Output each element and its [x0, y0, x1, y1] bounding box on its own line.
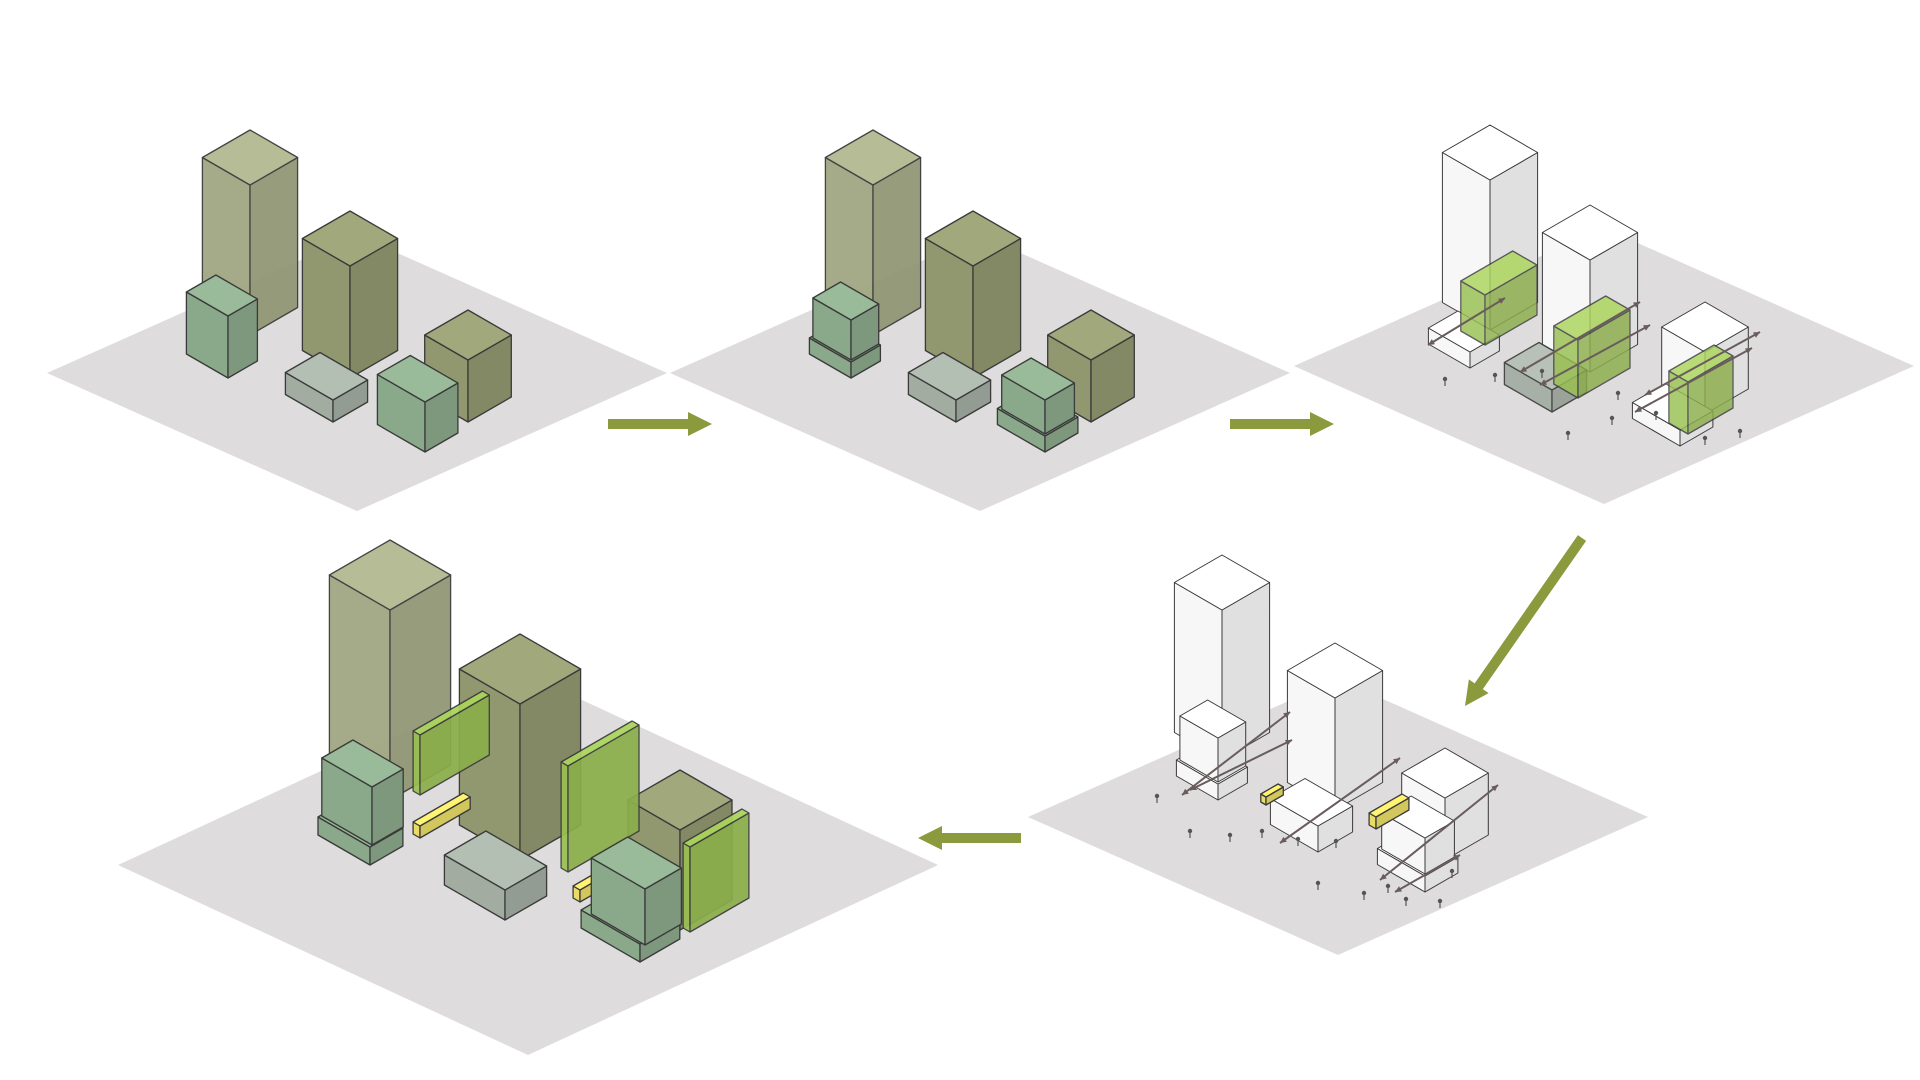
- tower-block: [301, 210, 399, 379]
- tower-block: [424, 309, 512, 423]
- tower-block: [1047, 309, 1135, 423]
- flow-arrow-icon: [1465, 535, 1587, 706]
- sky-bridge: [1368, 793, 1410, 830]
- person-icon: [1653, 410, 1659, 420]
- tower-block: [328, 539, 452, 801]
- person-icon: [1442, 376, 1448, 386]
- person-icon: [1437, 898, 1443, 908]
- flow-arrow-icon: [918, 826, 1021, 850]
- green-frame: [1460, 250, 1538, 346]
- person-icon: [1492, 372, 1498, 382]
- green-frame: [1553, 295, 1631, 399]
- person-icon: [1259, 828, 1265, 838]
- lower-block: [321, 739, 404, 846]
- circulation-arrow-icon: [1539, 324, 1651, 386]
- person-icon: [1539, 368, 1545, 378]
- lower-block: [1001, 357, 1076, 435]
- circulation-arrow-icon: [1644, 331, 1761, 396]
- person-icon: [1403, 896, 1409, 906]
- flow-arrow-icon: [1230, 412, 1334, 436]
- person-icon: [1615, 390, 1621, 400]
- person-icon: [1315, 880, 1321, 890]
- tower-block: [924, 210, 1022, 379]
- sky-bridge: [1260, 783, 1284, 806]
- person-icon: [1385, 883, 1391, 893]
- person-icon: [1187, 828, 1193, 838]
- lower-block: [284, 351, 369, 423]
- stage-4: [1028, 554, 1648, 955]
- person-icon: [1227, 832, 1233, 842]
- person-icon: [1565, 430, 1571, 440]
- stage-1: [47, 129, 667, 511]
- lower-block: [907, 351, 992, 423]
- circulation-arrow-icon: [1189, 739, 1293, 791]
- circulation-arrow-icon: [1379, 784, 1499, 881]
- person-icon: [1449, 868, 1455, 878]
- lower-block: [590, 836, 683, 946]
- person-icon: [1154, 793, 1160, 803]
- person-icon: [1333, 838, 1339, 848]
- person-icon: [1702, 435, 1708, 445]
- tower-block: [824, 129, 922, 336]
- circulation-arrow-icon: [1634, 347, 1753, 413]
- sky-bridge: [412, 792, 471, 839]
- flow-arrow-icon: [608, 412, 712, 436]
- stage-5: [118, 539, 938, 1055]
- circulation-arrow-icon: [1279, 757, 1401, 844]
- lower-block: [443, 830, 548, 921]
- person-icon: [1737, 428, 1743, 438]
- circulation-arrow-icon: [1394, 854, 1461, 893]
- stage-3: [1294, 124, 1914, 504]
- green-frame: [682, 808, 750, 933]
- person-icon: [1361, 890, 1367, 900]
- lower-block: [1269, 778, 1354, 853]
- lower-block: [376, 354, 459, 453]
- person-icon: [1295, 836, 1301, 846]
- lower-block: [185, 274, 259, 379]
- green-frame: [412, 690, 490, 796]
- stage-2: [670, 129, 1290, 511]
- circulation-arrow-icon: [1181, 711, 1291, 796]
- circulation-arrow-icon: [1427, 297, 1506, 346]
- tower-outline: [1286, 642, 1384, 811]
- person-icon: [1609, 415, 1615, 425]
- lower-block: [812, 281, 880, 361]
- circulation-arrow-icon: [1519, 301, 1641, 373]
